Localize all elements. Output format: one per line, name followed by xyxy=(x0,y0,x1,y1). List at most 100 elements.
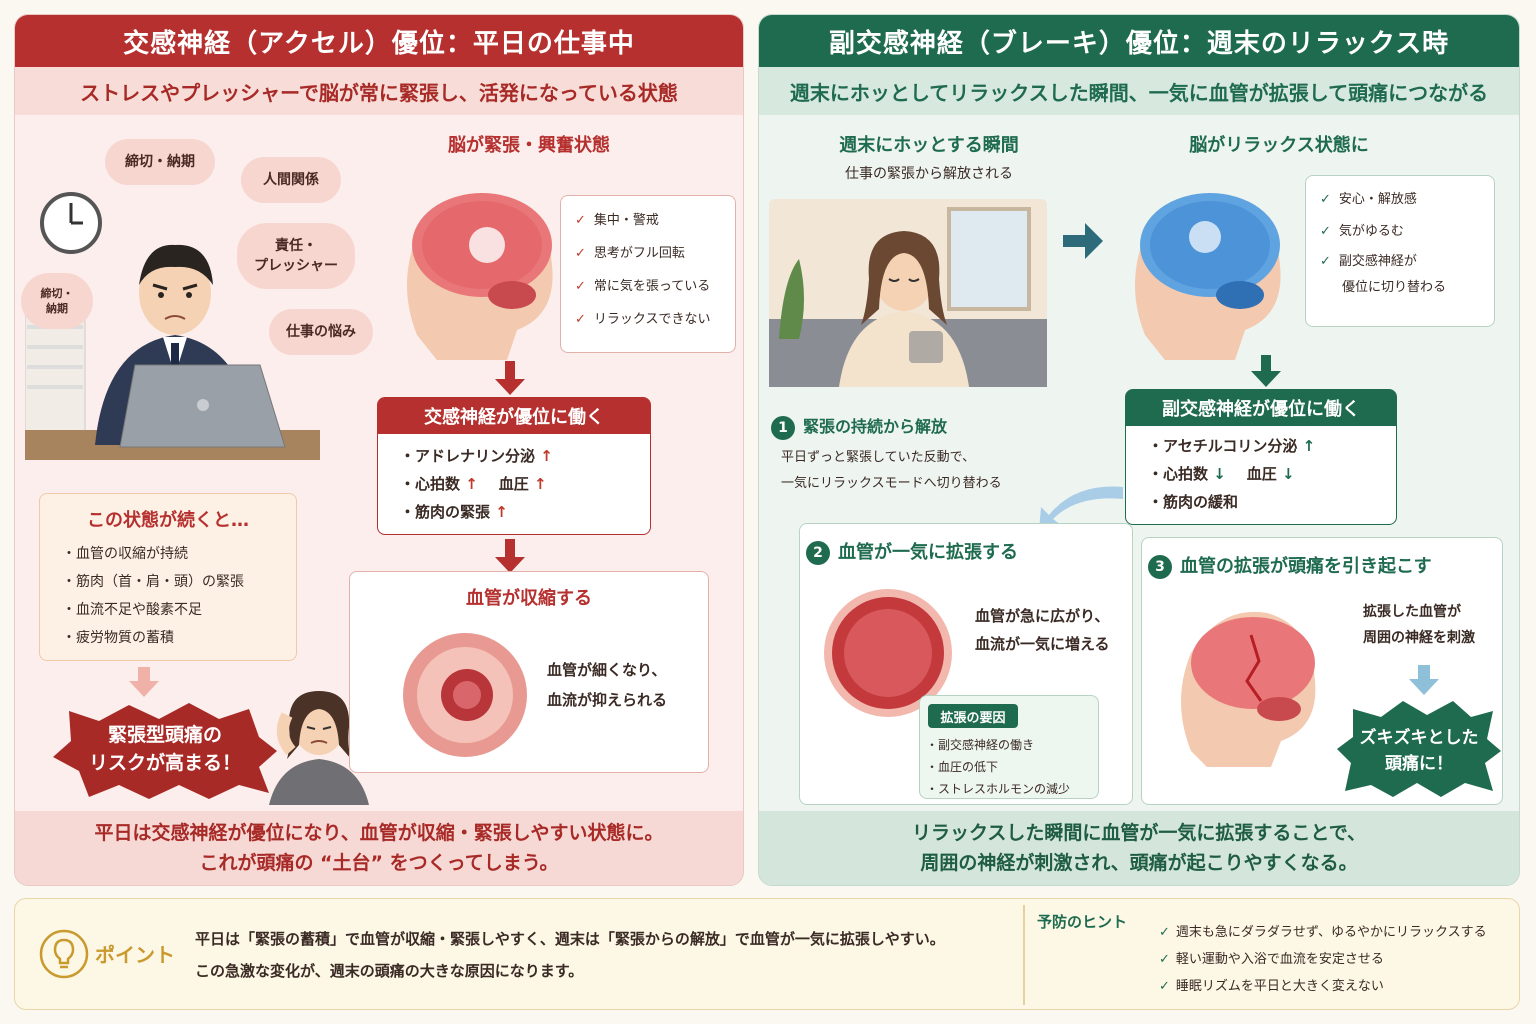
arrow-down-icon xyxy=(495,539,525,573)
stress-bubble-deadline-2: 締切・ 納期 xyxy=(21,273,93,329)
left-panel: 交感神経（アクセル）優位：平日の仕事中 ストレスやプレッシャーで脳が常に緊張し、… xyxy=(14,14,744,886)
arrow-down-icon xyxy=(1409,665,1439,695)
right-subheader: 週末にホッとしてリラックスした瞬間、一気に血管が拡張して頭痛につながる xyxy=(759,67,1519,115)
brain-excited-illustration xyxy=(407,193,553,360)
arrow-down-icon xyxy=(495,361,525,395)
check-icon: ✓ xyxy=(1159,925,1170,940)
headache-woman-illustration xyxy=(269,691,369,805)
heart-rate-item: ・心拍数 xyxy=(400,475,461,493)
parasympathetic-title: 副交感神経が優位に働く xyxy=(1126,390,1396,426)
point-line-1: 平日は「緊張の蓄積」で血管が収縮・緊張しやすく、週末は「緊張からの解放」で血管が… xyxy=(195,930,945,948)
arrow-down-icon: ↓ xyxy=(1213,465,1226,483)
arrow-down-icon: ↓ xyxy=(1281,465,1295,483)
left-footer: 平日は交感神経が優位になり、血管が収縮・緊張しやすい状態に。 これが頭痛の “土… xyxy=(15,811,743,885)
tip-item: 週末も急にダラダラせず、ゆるやかにリラックスする xyxy=(1175,925,1487,940)
check-thinking: 思考がフル回転 xyxy=(593,246,685,261)
stress-bubble-relationships: 人間関係 xyxy=(241,157,341,203)
arrow-up-icon: ↑ xyxy=(495,503,508,521)
factor-item: ・副交感神経の働き xyxy=(926,738,1035,752)
point-text: 平日は「緊張の蓄積」で血管が収縮・緊張しやすく、週末は「緊張からの解放」で血管が… xyxy=(195,923,945,987)
point-label: ポイント xyxy=(95,943,175,967)
check-focus: 集中・警戒 xyxy=(593,213,659,228)
arrow-up-icon: ↑ xyxy=(533,475,547,493)
step3-number: 3 xyxy=(1148,555,1172,579)
step1-desc-2: 一気にリラックスモードへ切り替わる xyxy=(781,476,1002,491)
step3-title: 3 血管の拡張が頭痛を引き起こす xyxy=(1148,552,1432,579)
step1-title: 1 緊張の持続から解放 xyxy=(771,413,947,440)
continuation-item: ・筋肉（首・肩・頭）の緊張 xyxy=(62,574,244,590)
brain-relax-checklist: ✓安心・解放感 ✓気がゆるむ ✓副交感神経が 優位に切り替わる xyxy=(1305,175,1495,327)
right-header: 副交感神経（ブレーキ）優位：週末のリラックス時 xyxy=(759,15,1519,67)
curved-arrow-icon xyxy=(1039,486,1123,531)
headache-result-text: ズキズキとした 頭痛に！ xyxy=(1359,728,1479,774)
step1-title-text: 緊張の持続から解放 xyxy=(803,417,948,436)
factor-item: ・ストレスホルモンの減少 xyxy=(926,782,1071,796)
dilation-factors-title: 拡張の要因 xyxy=(928,704,1018,728)
check-icon: ✓ xyxy=(1159,952,1170,967)
check-switch: 優位に切り替わる xyxy=(1342,280,1447,295)
arrow-down-icon xyxy=(129,667,159,697)
check-icon: ✓ xyxy=(1159,979,1170,994)
arrow-up-icon: ↑ xyxy=(1302,437,1316,455)
headache-brain-illustration xyxy=(1181,611,1316,767)
constriction-title: 血管が収縮する xyxy=(466,588,592,609)
step2-number: 2 xyxy=(806,541,830,565)
step3-title-text: 血管の拡張が頭痛を引き起こす xyxy=(1180,556,1432,577)
factor-item: ・血圧の低下 xyxy=(926,760,999,774)
headache-burst-shape xyxy=(1337,701,1501,797)
risk-text: 緊張型頭痛の リスクが高まる！ xyxy=(88,724,241,774)
step3-desc-1: 拡張した血管が xyxy=(1363,604,1461,620)
tips-list: ✓ 週末も急にダラダラせず、ゆるやかにリラックスする ✓ 軽い運動や入浴で血流を安定… xyxy=(1159,919,1487,1000)
risk-burst-shape xyxy=(53,703,277,799)
arrow-down-icon xyxy=(1251,355,1281,387)
step2-title-text: 血管が一気に拡張する xyxy=(838,542,1018,563)
step2-desc-2: 血流が一気に増える xyxy=(975,635,1110,653)
point-bar: ポイント 平日は「緊張の蓄積」で血管が収縮・緊張しやすく、週末は「緊張からの解放… xyxy=(14,898,1520,1010)
brain-relax-title: 脳がリラックス状態に xyxy=(1189,135,1369,156)
brain-excited-title: 脳が緊張・興奮状態 xyxy=(448,135,610,156)
acetylcholine-item: ・アセチルコリン分泌 xyxy=(1148,437,1298,455)
left-footer-line-1: 平日は交感神経が優位になり、血管が収縮・緊張しやすい状態に。 xyxy=(94,822,664,844)
moment-title: 週末にホッとする瞬間 xyxy=(839,135,1019,156)
relaxing-woman-illustration xyxy=(769,199,1047,387)
brain-relax-illustration xyxy=(1135,193,1281,360)
continuation-box: この状態が続くと… ・血管の収縮が持続 ・筋肉（首・肩・頭）の緊張 ・血流不足や… xyxy=(39,493,297,661)
brain-excited-checklist: ✓集中・警戒 ✓思考がフル回転 ✓常に気を張っている ✓リラックスできない xyxy=(560,195,736,353)
step1-desc-1: 平日ずっと緊張していた反動で、 xyxy=(781,450,976,465)
continuation-item: ・血管の収縮が持続 xyxy=(62,546,188,562)
left-header: 交感神経（アクセル）優位：平日の仕事中 xyxy=(15,15,743,67)
right-panel: 副交感神経（ブレーキ）優位：週末のリラックス時 週末にホッとしてリラックスした瞬… xyxy=(758,14,1520,886)
check-parasym: 副交感神経が xyxy=(1338,254,1417,269)
step3-desc-2: 周囲の神経を刺激 xyxy=(1363,630,1475,646)
constriction-desc-1: 血管が細くなり、 xyxy=(547,661,667,679)
heart-rate-item: ・心拍数 xyxy=(1148,465,1209,483)
tip-item: 軽い運動や入浴で血流を安定させる xyxy=(1175,952,1384,967)
blood-pressure-item: 血圧 xyxy=(498,475,529,493)
check-tense: 常に気を張っている xyxy=(593,279,711,294)
check-loosen: 気がゆるむ xyxy=(1338,224,1404,239)
sympathetic-title: 交感神経が優位に働く xyxy=(378,398,650,434)
stress-bubble-pressure: 責任・ プレッシャー xyxy=(237,223,355,289)
stressed-worker-illustration xyxy=(25,244,320,460)
step1-number: 1 xyxy=(771,415,795,440)
constricted-vessel-illustration xyxy=(403,633,527,757)
divider xyxy=(1023,905,1025,1005)
stress-bubble-deadline: 締切・納期 xyxy=(105,139,215,185)
muscle-tension-item: ・筋肉の緊張 xyxy=(400,503,491,521)
dilated-vessel-illustration xyxy=(824,589,952,717)
step2-title: 2 血管が一気に拡張する xyxy=(806,538,1018,565)
moment-sub: 仕事の緊張から解放される xyxy=(845,166,1013,182)
arrow-up-icon: ↑ xyxy=(465,475,478,493)
stress-bubble-worries: 仕事の悩み xyxy=(269,309,373,355)
right-footer-line-2: 周囲の神経が刺激され、頭痛が起こりやすくなる。 xyxy=(920,852,1358,874)
step2-desc-1: 血管が急に広がり、 xyxy=(975,607,1110,625)
right-footer-line-1: リラックスした瞬間に血管が一気に拡張することで、 xyxy=(911,822,1367,844)
tips-title: 予防のヒント xyxy=(1037,913,1128,931)
arrow-right-icon xyxy=(1063,223,1103,259)
blood-pressure-item: 血圧 xyxy=(1246,465,1277,483)
clock-icon xyxy=(40,192,102,254)
muscle-relax-item: ・筋肉の緩和 xyxy=(1148,493,1239,511)
continuation-item: ・疲労物質の蓄積 xyxy=(62,630,174,646)
parasympathetic-box: 副交感神経が優位に働く ・アセチルコリン分泌 ↑ ・心拍数 ↓ 血圧 ↓ ・筋肉… xyxy=(1125,389,1397,525)
left-subheader: ストレスやプレッシャーで脳が常に緊張し、活発になっている状態 xyxy=(15,67,743,115)
